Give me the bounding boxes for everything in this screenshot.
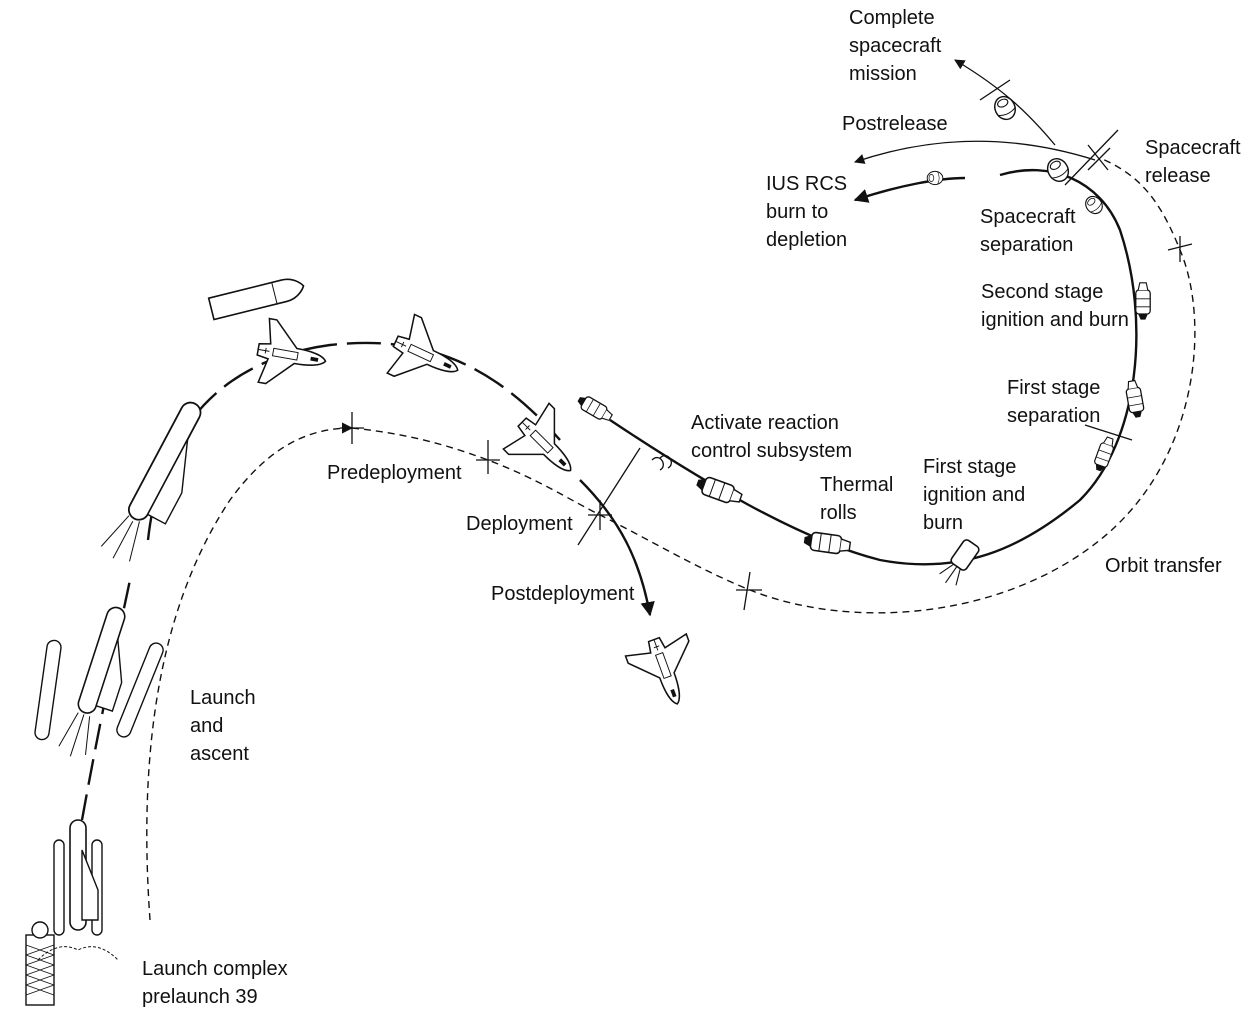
orbiter-icon-3 [498,398,595,495]
mission-start-tick [979,79,1011,101]
shuttle-on-pad-icon [37,819,119,961]
ascent-trajectory-line [80,579,132,821]
label-ius-rcs-burn: IUS RCS burn to depletion [766,173,848,251]
ius-rcs-stage-icon [926,170,944,186]
label-predeployment: Predeployment [327,462,462,484]
label-spacecraft-separation: Spacecraft separation [980,206,1076,256]
orbiter-icon-2 [381,311,473,401]
label-activate-rcs: Activate reaction control subsystem [691,412,853,462]
label-first-stage-separation: First stage separation [1007,377,1101,427]
spacecraft-separation-line [1064,129,1119,186]
ius-rcs-burn-arrow [853,176,966,203]
tick-predeployment [340,412,364,444]
break-mark [651,454,672,471]
tick-postdeployment [588,500,612,530]
ius-icon-1 [574,392,615,425]
right-srb-icon [116,642,164,738]
label-orbit-transfer: Orbit transfer [1105,555,1222,577]
tick-deployment [476,440,500,474]
label-postrelease: Postrelease [842,113,948,135]
phase-dashed-path [351,157,1196,614]
external-tank-icon [207,278,305,321]
launch-phase-dashed-path [146,422,354,921]
label-launch-ascent: Launch and ascent [190,687,256,765]
label-spacecraft-release: Spacecraft release [1145,137,1241,187]
ascent-shuttle-icon [100,401,202,562]
label-first-stage-ignition: First stage ignition and burn [923,456,1026,534]
orbiter-icon-1 [251,316,332,394]
tick-orbit-transfer [736,571,762,611]
launch-tower-icon [25,921,55,1006]
deployment-separator-line [577,447,641,546]
label-second-stage-ignition: Second stage ignition and burn [981,281,1129,331]
first-stage-burn-icon [939,539,980,586]
first-stage-separation-line [1084,424,1133,441]
ius-second-stage-burn-icon [1135,282,1151,321]
tick-spacecraft-release [1087,144,1111,171]
label-thermal-rolls: Thermal rolls [820,474,894,524]
postrelease-arrow [854,140,1096,164]
spacecraft-separation-icon [1081,192,1107,218]
postdeployment-line [579,479,655,617]
orbiter-postdeployment-icon [622,627,709,716]
srb-separation-icon [58,606,126,757]
tick-release-end [1167,236,1193,262]
label-deployment: Deployment [466,513,573,535]
ius-trajectory-line [609,168,1138,566]
label-launch-complex: Launch complex prelaunch 39 [142,958,288,1008]
spacecraft-icon [1042,154,1074,186]
label-complete-mission: Complete spacecraft mission [849,7,942,85]
label-postdeployment: Postdeployment [491,583,635,605]
spacecraft-mission-icon [990,92,1020,124]
left-srb-icon [34,639,62,741]
complete-mission-arrow [954,59,1056,146]
